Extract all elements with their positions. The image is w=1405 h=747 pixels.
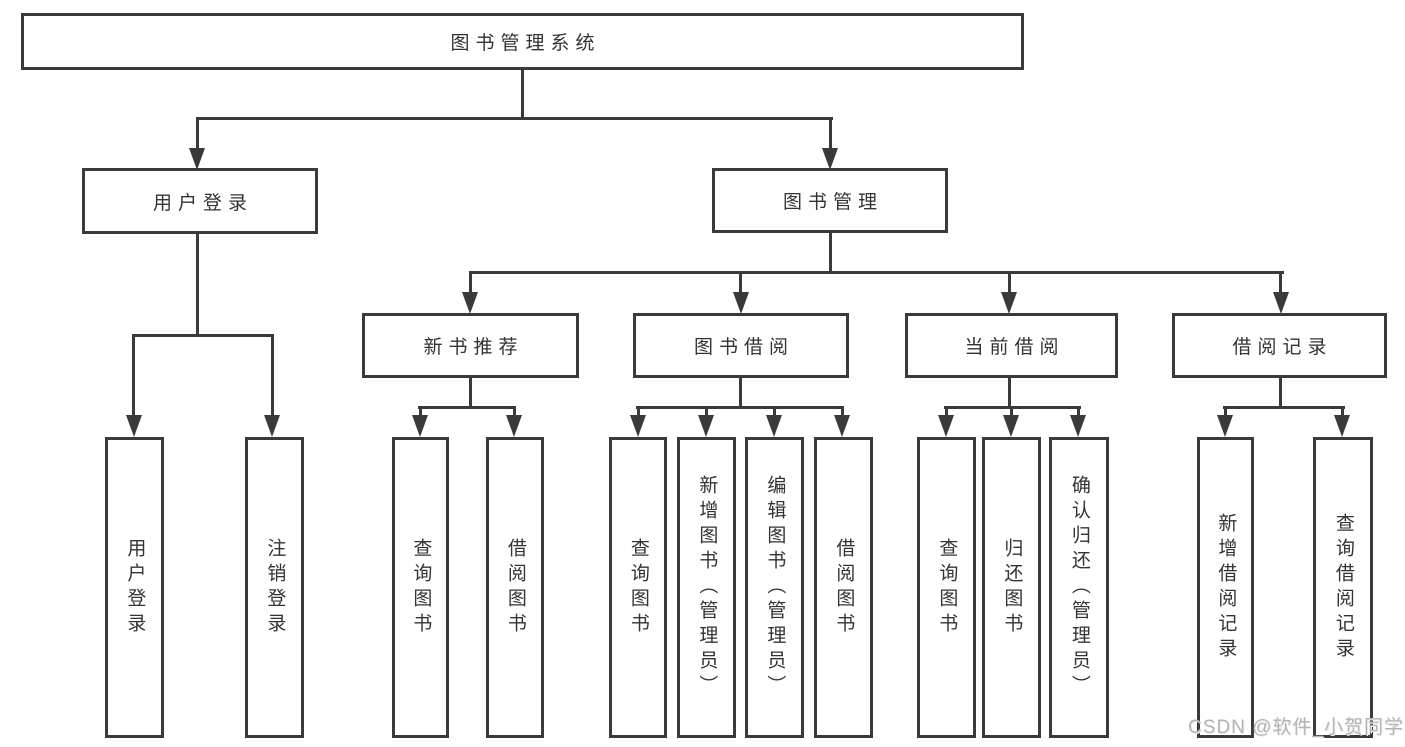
connector-drop (1077, 406, 1080, 416)
arrow-down-icon (126, 415, 142, 437)
leaf-current-confirm: 确认归还（管理员） (1049, 437, 1109, 738)
arrow-down-icon (1070, 415, 1086, 437)
node-book-borrow: 图书借阅 (633, 313, 849, 378)
arrow-down-icon (189, 148, 205, 170)
leaf-user-login-label: 用户登录 (124, 537, 146, 638)
node-user-login-label: 用户登录 (152, 192, 253, 214)
arrow-down-icon (733, 292, 749, 314)
leaf-newbooks-borrow-label: 借阅图书 (504, 537, 526, 638)
connector-records-hbar (1223, 406, 1345, 409)
arrow-down-icon (822, 148, 838, 170)
leaf-borrow-query-label: 查询图书 (627, 537, 649, 638)
leaf-current-query: 查询图书 (917, 437, 976, 738)
connector-login-stub (196, 234, 199, 336)
leaf-newbooks-query-label: 查询图书 (410, 537, 432, 638)
arrow-down-icon (630, 415, 646, 437)
node-user-login: 用户登录 (82, 168, 318, 234)
node-borrow-records: 借阅记录 (1172, 313, 1387, 378)
node-current-borrow-label: 当前借阅 (964, 337, 1065, 358)
leaf-records-query-label: 查询借阅记录 (1332, 512, 1354, 663)
arrow-down-icon (766, 415, 782, 437)
leaf-user-login: 用户登录 (105, 437, 164, 738)
arrow-down-icon (1003, 415, 1019, 437)
connector-drop (945, 406, 948, 416)
leaf-current-query-label: 查询图书 (936, 537, 958, 638)
arrow-down-icon (1334, 415, 1350, 437)
connector-newbooks-stub (469, 378, 472, 408)
node-current-borrow: 当前借阅 (905, 313, 1118, 378)
leaf-current-return: 归还图书 (982, 437, 1041, 738)
node-root-label: 图书管理系统 (450, 33, 601, 54)
connector-drop (637, 406, 640, 416)
leaf-records-query: 查询借阅记录 (1313, 437, 1373, 738)
leaf-borrow-add: 新增图书（管理员） (677, 437, 736, 738)
csdn-watermark: CSDN @软件_小贺同学 (1188, 717, 1404, 738)
connector-drop (132, 334, 135, 416)
leaf-newbooks-borrow: 借阅图书 (486, 437, 544, 738)
leaf-logout-label: 注销登录 (264, 537, 286, 638)
connector-borrow-stub (739, 378, 742, 408)
arrow-down-icon (462, 292, 478, 314)
connector-borrow-hbar (636, 406, 844, 409)
connector-drop (1341, 406, 1344, 416)
leaf-records-add-label: 新增借阅记录 (1215, 512, 1237, 663)
node-new-books: 新书推荐 (362, 313, 579, 378)
connector-level1-hbar (196, 117, 833, 120)
node-book-borrow-label: 图书借阅 (693, 337, 794, 358)
connector-drop (773, 406, 776, 416)
leaf-current-confirm-label: 确认归还（管理员） (1068, 475, 1090, 700)
connector-drop (419, 406, 422, 416)
leaf-newbooks-query: 查询图书 (392, 437, 449, 738)
leaf-borrow-edit-label: 编辑图书（管理员） (764, 475, 786, 700)
connector-newbooks-hbar (418, 406, 516, 409)
connector-current-stub (1008, 378, 1011, 408)
connector-login-hbar (132, 334, 274, 337)
connector-drop (705, 406, 708, 416)
arrow-down-icon (938, 415, 954, 437)
connector-records-stub (1279, 378, 1282, 408)
leaf-logout: 注销登录 (245, 437, 304, 738)
node-book-mgmt-label: 图书管理 (782, 192, 883, 213)
node-root: 图书管理系统 (21, 13, 1024, 70)
connector-root-stub (521, 69, 524, 118)
arrow-down-icon (412, 415, 428, 437)
connector-drop (739, 271, 742, 292)
connector-drop (513, 406, 516, 416)
arrow-down-icon (698, 415, 714, 437)
leaf-borrow-edit: 编辑图书（管理员） (745, 437, 804, 738)
connector-drop (196, 117, 199, 149)
connector-level2-hbar (469, 271, 1284, 274)
connector-drop (1224, 406, 1227, 416)
arrow-down-icon (1217, 415, 1233, 437)
node-new-books-label: 新书推荐 (423, 337, 524, 358)
leaf-borrow-add-label: 新增图书（管理员） (696, 475, 718, 700)
connector-drop (271, 334, 274, 416)
leaf-records-add: 新增借阅记录 (1197, 437, 1254, 738)
leaf-current-return-label: 归还图书 (1001, 537, 1023, 638)
connector-drop (841, 406, 844, 416)
connector-drop (1008, 271, 1011, 292)
arrow-down-icon (264, 415, 280, 437)
arrow-down-icon (834, 415, 850, 437)
arrow-down-icon (1273, 292, 1289, 314)
connector-drop (1010, 406, 1013, 416)
leaf-borrow-borrow: 借阅图书 (814, 437, 873, 738)
leaf-borrow-borrow-label: 借阅图书 (833, 537, 855, 638)
node-book-mgmt: 图书管理 (712, 168, 948, 233)
connector-drop (829, 117, 832, 149)
node-borrow-records-label: 借阅记录 (1232, 337, 1333, 358)
connector-drop (1279, 271, 1282, 292)
leaf-borrow-query: 查询图书 (609, 437, 667, 738)
arrow-down-icon (1001, 292, 1017, 314)
connector-mgmt-stub (829, 233, 832, 273)
arrow-down-icon (506, 415, 522, 437)
connector-drop (469, 271, 472, 292)
